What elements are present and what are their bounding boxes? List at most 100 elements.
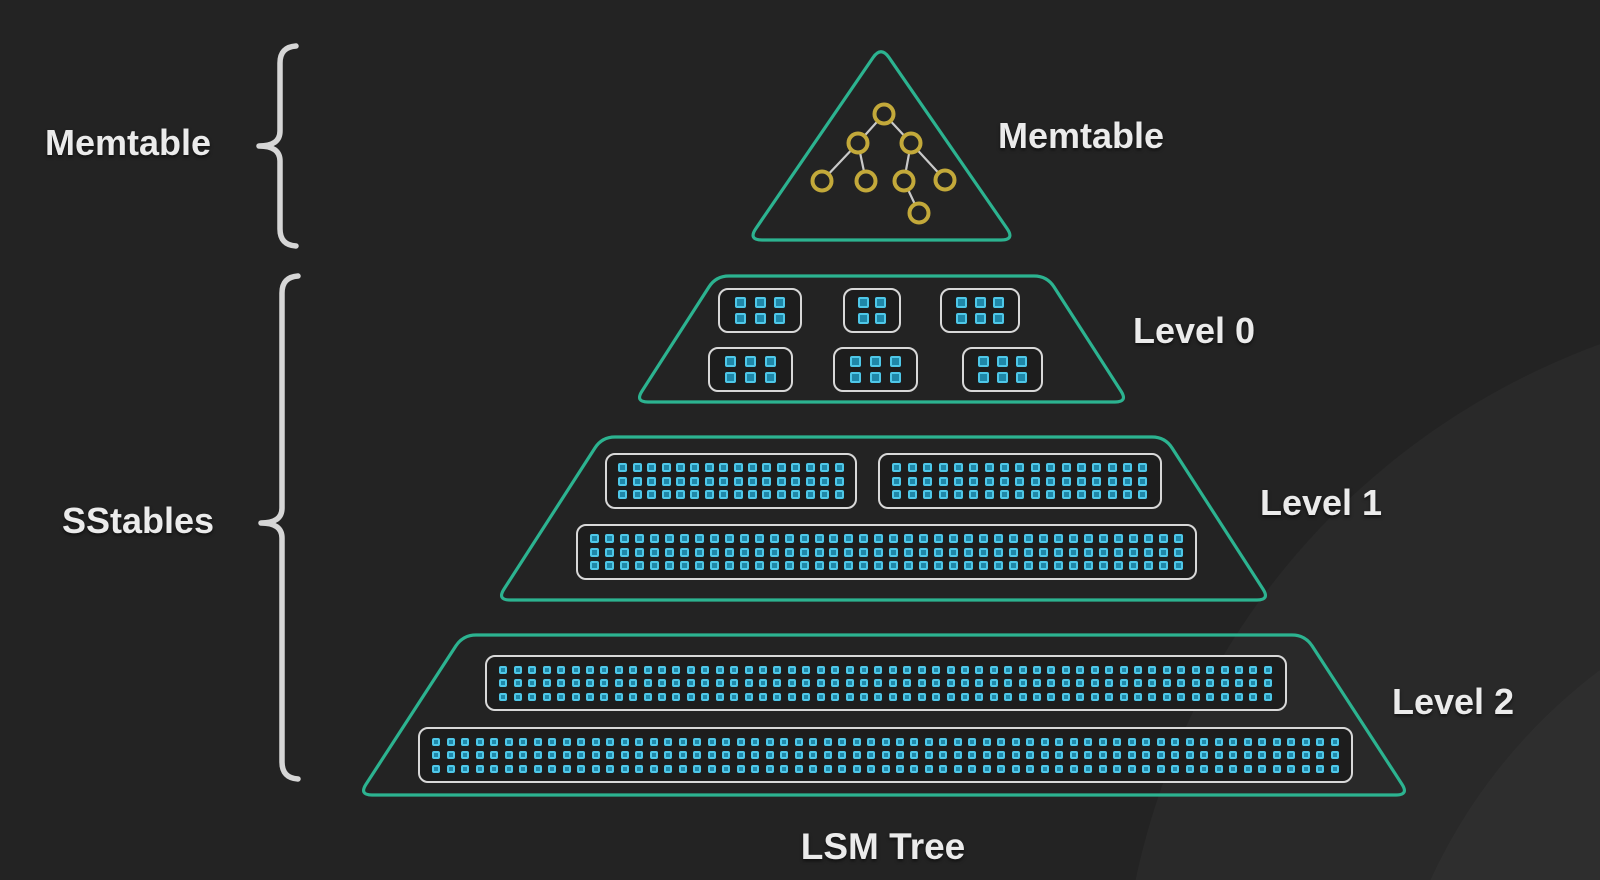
data-block-square [690,490,700,500]
data-block-square [725,356,736,368]
sstable-box-level-0 [843,288,901,333]
data-block-square [1040,751,1049,759]
data-block-square [844,533,854,543]
data-block-square [734,312,746,324]
data-block-square [907,462,917,472]
sstable-box-level-0 [718,288,802,333]
data-block-square [989,665,998,674]
data-block-square [745,371,756,383]
memtable-label-left: Memtable [45,122,212,163]
data-block-square [661,476,671,486]
sstable-row [948,297,1012,309]
memtable-brace [256,43,299,249]
data-block-square [629,692,638,701]
data-block-square [736,737,745,746]
data-block-square [1026,751,1035,759]
data-block-square [1249,692,1258,701]
tree-node-icon [933,168,957,192]
data-block-square [1316,764,1325,773]
data-block-square [1046,462,1056,472]
data-block-square [802,679,811,687]
data-block-square [562,737,571,746]
data-block-square [960,679,969,687]
data-block-square [974,312,986,324]
level-0-trapezoid [637,274,1126,404]
data-block-square [643,692,652,701]
data-block-square [1030,490,1040,500]
data-block-square [773,679,782,687]
data-block-square [938,490,948,500]
data-block-square [1142,764,1151,773]
data-block-square [1330,751,1339,759]
data-block-square [678,751,687,759]
data-block-square [895,764,904,773]
data-block-square [1024,561,1034,571]
sstable-row [841,371,910,383]
data-block-square [997,737,1006,746]
data-block-square [1185,737,1194,746]
data-block-square [1234,665,1243,674]
data-block-square [919,561,929,571]
data-block-square [1061,490,1071,500]
data-block-square [557,665,566,674]
data-block-square [799,533,809,543]
data-block-square [1083,533,1093,543]
data-block-square [895,751,904,759]
data-block-square [1098,764,1107,773]
data-block-square [634,547,644,557]
data-block-square [432,751,441,759]
data-block-square [577,751,586,759]
data-block-square [1039,561,1049,571]
data-block-square [748,490,758,500]
data-block-square [829,547,839,557]
sstables-brace [258,273,301,782]
sstable-row [851,312,893,324]
data-block-square [606,764,615,773]
sstable-row [584,561,1189,571]
data-block-square [765,371,776,383]
data-block-square [744,692,753,701]
data-block-square [946,692,955,701]
data-block-square [1200,737,1209,746]
sstable-box-level-2 [485,655,1287,711]
data-block-square [889,547,899,557]
data-block-square [1258,737,1267,746]
data-block-square [694,547,704,557]
data-block-square [960,665,969,674]
data-block-square [754,561,764,571]
data-block-square [562,751,571,759]
data-block-square [939,751,948,759]
data-block-square [1287,737,1296,746]
data-block-square [997,751,1006,759]
data-block-square [1127,764,1136,773]
data-block-square [1105,692,1114,701]
sstable-box-level-0 [833,347,918,392]
data-block-square [874,692,883,701]
data-block-square [754,547,764,557]
data-block-square [844,547,854,557]
data-block-square [881,737,890,746]
data-block-square [542,665,551,674]
data-block-square [791,490,801,500]
data-block-square [802,665,811,674]
data-block-square [964,561,974,571]
data-block-square [739,533,749,543]
data-block-square [1076,462,1086,472]
data-block-square [932,679,941,687]
data-block-square [533,764,542,773]
data-block-square [946,665,955,674]
data-block-square [1011,751,1020,759]
data-block-square [649,737,658,746]
data-block-square [875,297,887,309]
data-block-square [949,547,959,557]
memtable-label-right: Memtable [998,115,1165,156]
data-block-square [1011,764,1020,773]
data-block-square [975,665,984,674]
data-block-square [589,561,599,571]
data-block-square [635,764,644,773]
data-block-square [1119,692,1128,701]
data-block-square [823,751,832,759]
data-block-square [446,764,455,773]
sstable-row [426,737,1345,746]
